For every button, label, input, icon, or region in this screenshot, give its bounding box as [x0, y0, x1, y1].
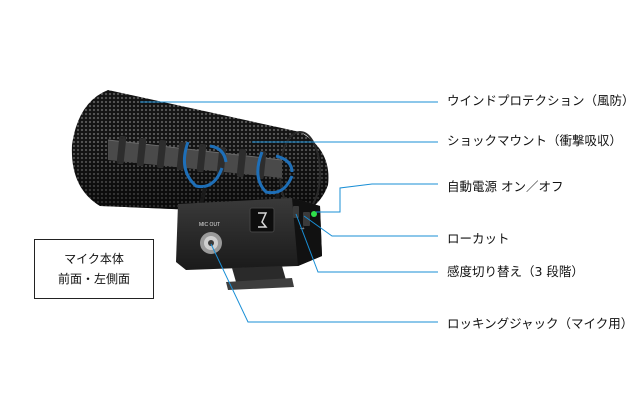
callout-locking-jack: ロッキングジャック（マイク用）: [447, 316, 634, 331]
info-box-line2: 前面・左側面: [57, 272, 130, 286]
shock-mount: [182, 141, 294, 195]
callout-sensitivity: 感度切り替え（3 段階）: [447, 264, 584, 279]
leader-auto-power: [316, 183, 438, 213]
callout-shock-mount: ショックマウント（衝撃吸収）: [447, 133, 623, 148]
info-box: マイク本体 前面・左側面: [34, 239, 154, 299]
mic-body: [176, 198, 322, 270]
port-label: MIC OUT: [199, 222, 220, 228]
callout-windscreen: ウインドプロテクション（風防）: [447, 93, 635, 108]
leader-sensitivity: [295, 213, 438, 273]
inner-capsule: [107, 135, 283, 180]
leader-locking-jack: [210, 243, 438, 323]
callout-auto-power: 自動電源 オン／オフ: [447, 179, 564, 194]
leader-low-cut: [303, 215, 438, 237]
camera-shoe: [226, 266, 294, 290]
switch-label: -+: [300, 226, 305, 232]
leader-lines: [140, 101, 438, 323]
callout-low-cut: ローカット: [447, 231, 510, 246]
info-box-line1: マイク本体: [64, 252, 124, 266]
